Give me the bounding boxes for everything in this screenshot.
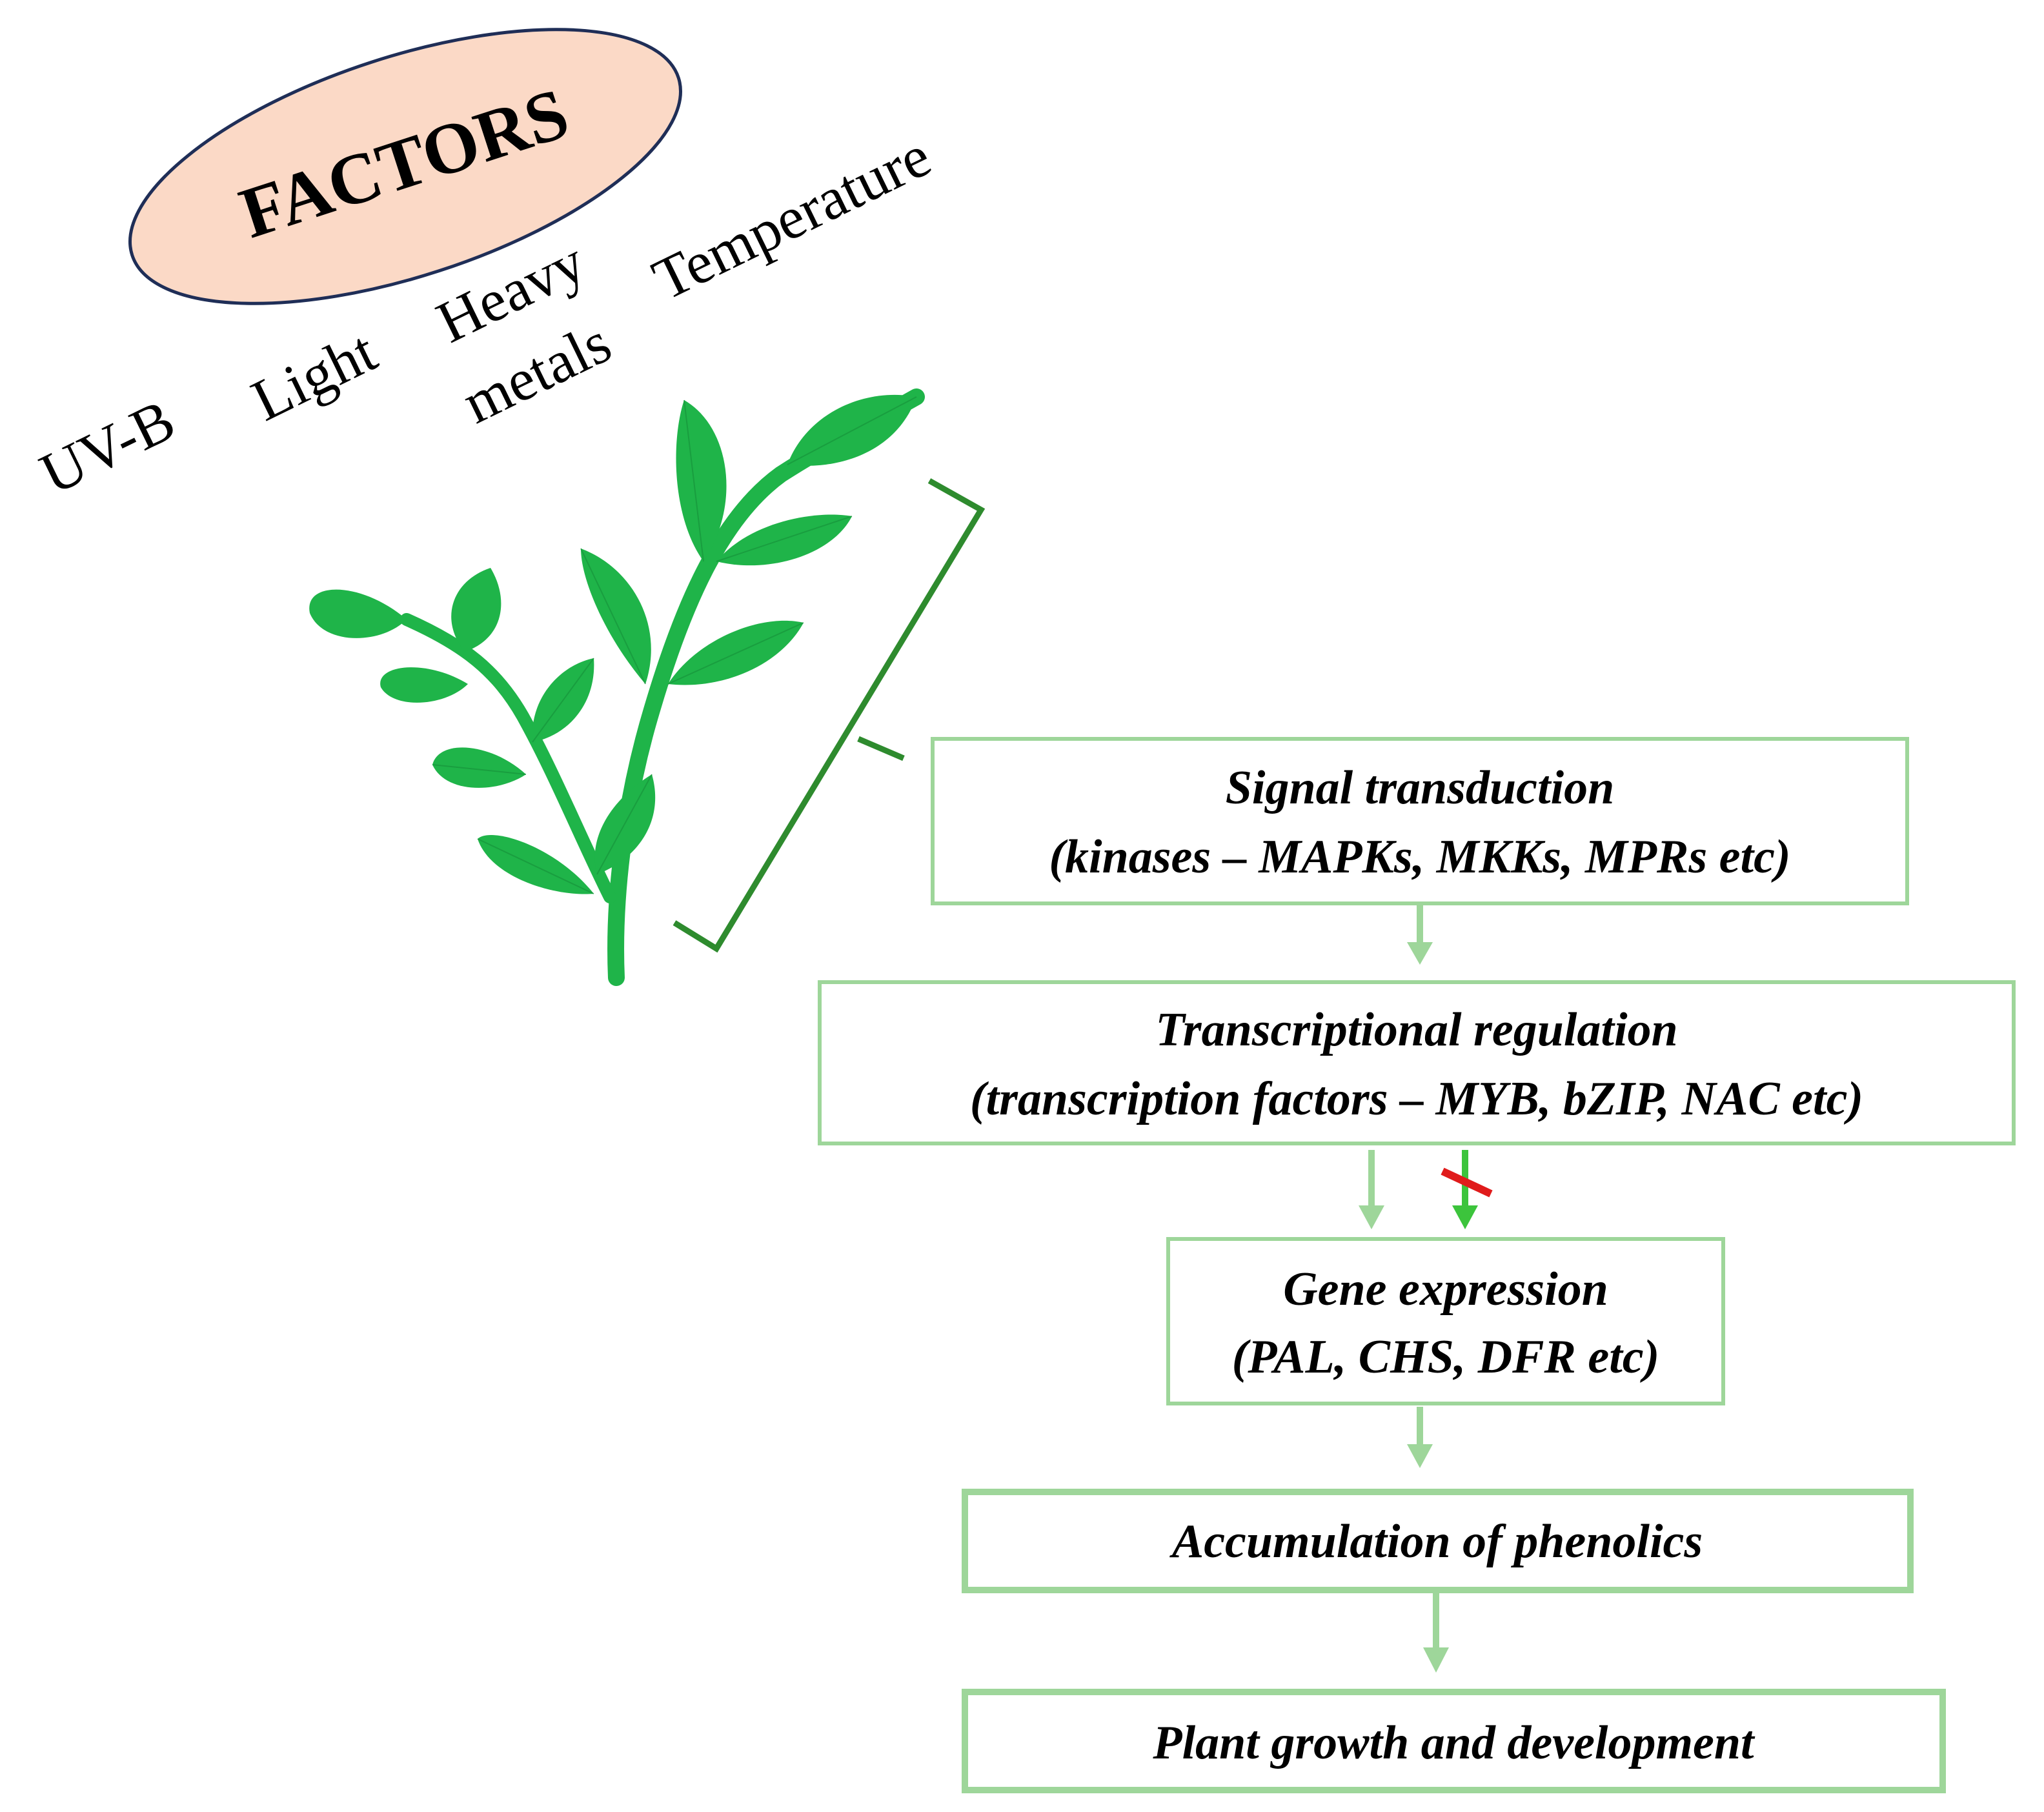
arrow-gene-to-phenolics <box>1407 1407 1433 1468</box>
factors-ellipse <box>128 28 682 305</box>
signal-transduction-box: Signal transduction (kinases – MAPKs, MK… <box>931 737 1909 905</box>
phenolics-label: Accumulation of phenolics <box>1169 1515 1703 1568</box>
plant-icon <box>309 388 925 986</box>
inhibition-bar <box>1441 1167 1493 1198</box>
phenolics-box: Accumulation of phenolics <box>962 1489 1914 1593</box>
signal-transduction-detail: (kinases – MAPKs, MKKs, MPRs etc) <box>1049 830 1790 883</box>
gene-expression-title: Gene expression <box>1283 1263 1608 1316</box>
growth-label: Plant growth and development <box>1152 1716 1756 1769</box>
factor-uvb: UV-B <box>30 387 185 507</box>
factor-temperature: Temperature <box>643 123 940 313</box>
transcriptional-regulation-title: Transcriptional regulation <box>1155 1003 1677 1056</box>
signal-transduction-title: Signal transduction <box>1226 761 1615 814</box>
transcriptional-regulation-detail: (transcription factors – MYB, bZIP, NAC … <box>970 1072 1863 1125</box>
inhibited-arrow <box>1441 1150 1493 1229</box>
arrow-phenolics-to-growth <box>1423 1593 1449 1673</box>
factors-badge: FACTORS <box>128 28 682 305</box>
transcriptional-regulation-box: Transcriptional regulation (transcriptio… <box>818 980 2016 1145</box>
factor-light: Light <box>241 317 386 433</box>
arrow-transcription-to-gene <box>1359 1150 1384 1229</box>
bracket-connector <box>673 478 986 953</box>
gene-expression-box: Gene expression (PAL, CHS, DFR etc) <box>1166 1237 1725 1405</box>
gene-expression-detail: (PAL, CHS, DFR etc) <box>1232 1331 1660 1384</box>
arrow-signal-to-transcription <box>1407 905 1433 965</box>
growth-box: Plant growth and development <box>962 1689 1946 1793</box>
